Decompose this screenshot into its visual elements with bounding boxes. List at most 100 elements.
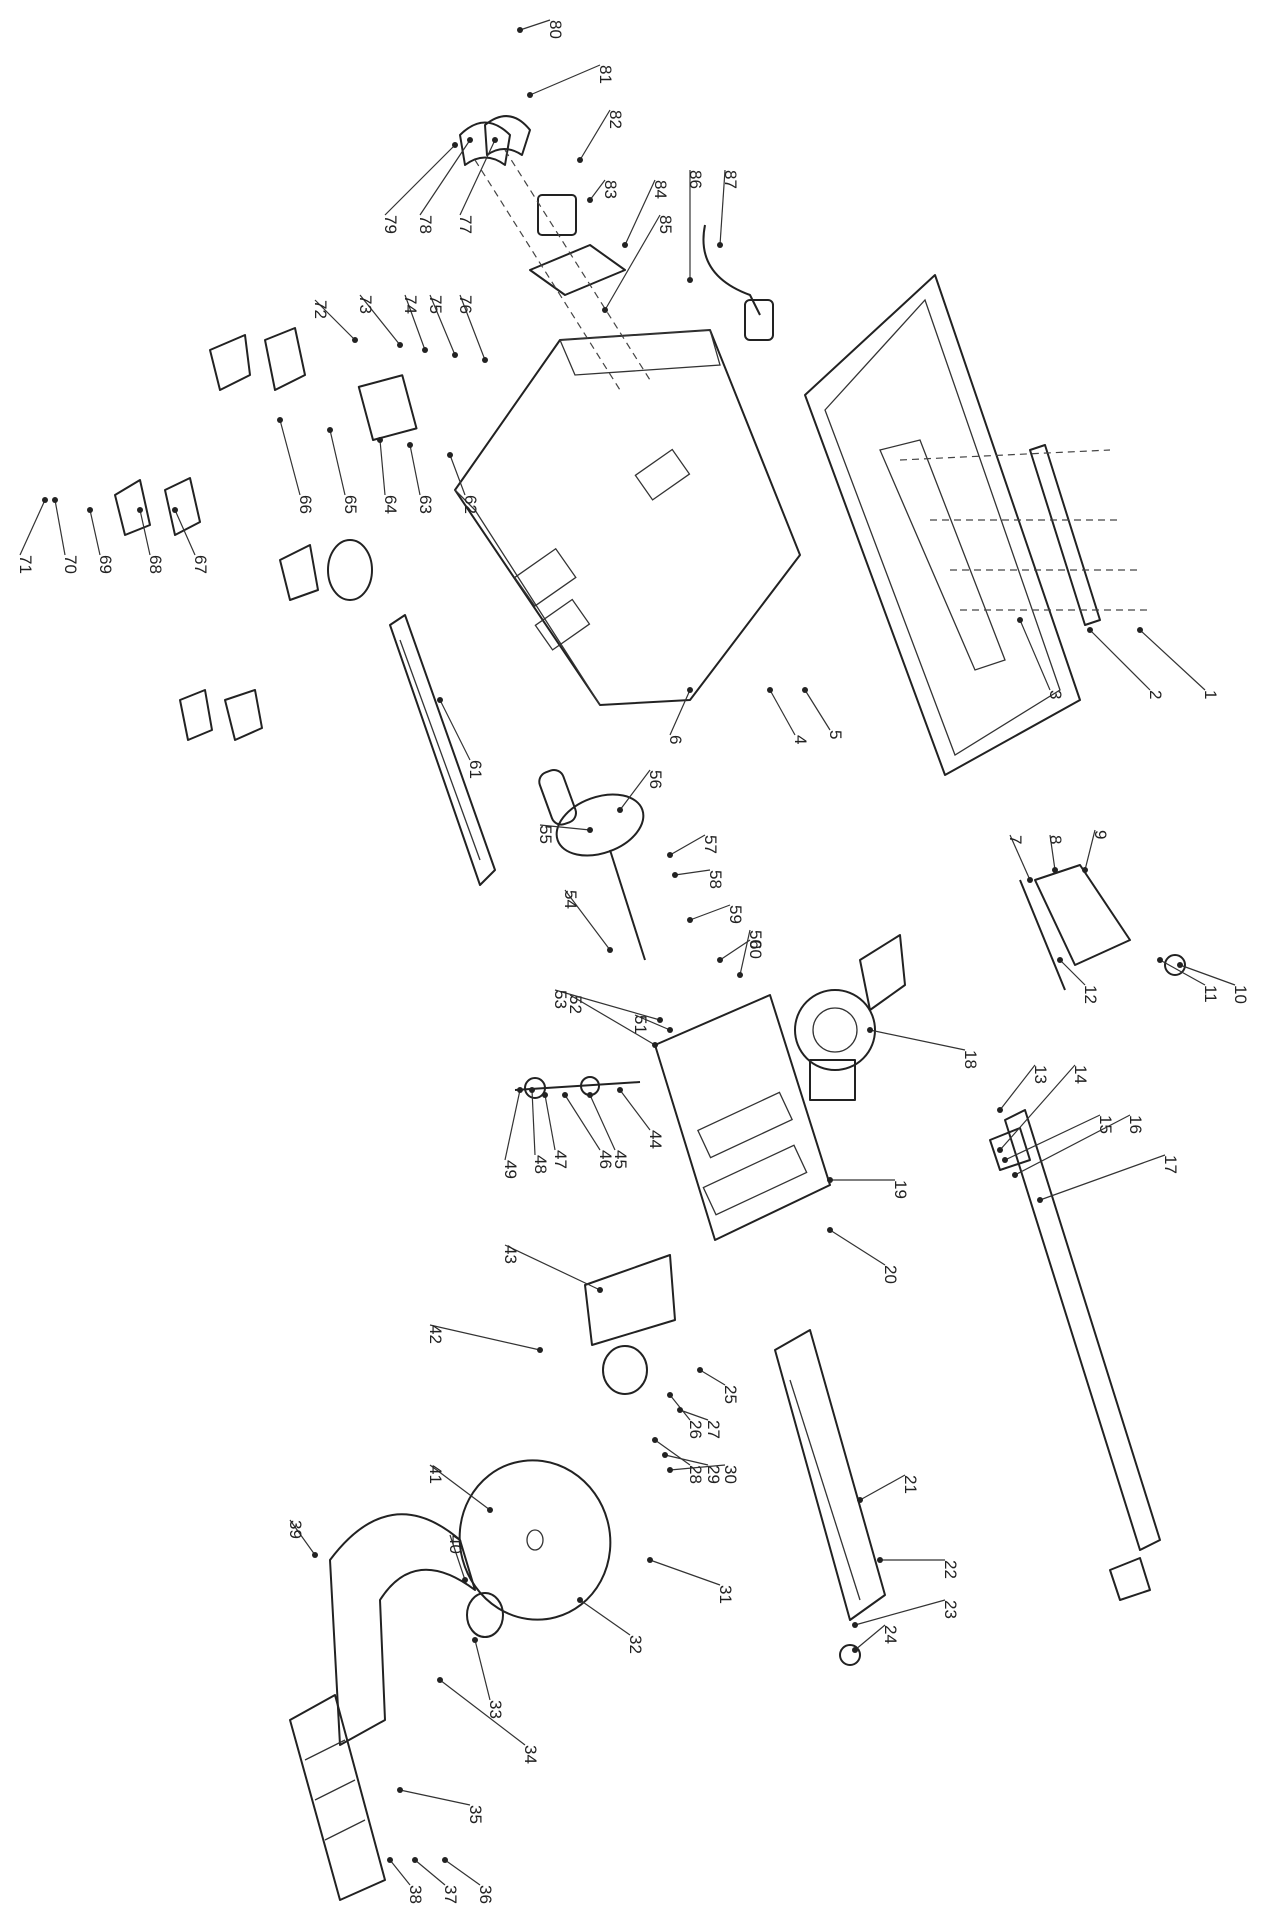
fastener-dot	[452, 142, 458, 148]
callout-leader	[689, 904, 731, 921]
fastener-dot	[467, 137, 473, 143]
callout-number: 19	[891, 1180, 910, 1199]
fastener-dot	[717, 957, 723, 963]
cabinet-base	[454, 329, 801, 706]
callout-number: 76	[456, 295, 475, 314]
callout-number: 34	[521, 1745, 540, 1764]
table-top	[804, 274, 1081, 776]
fastener-dot	[767, 687, 773, 693]
fastener-dot	[587, 1092, 593, 1098]
fastener-dot	[537, 1347, 543, 1353]
callout-number: 24	[881, 1625, 900, 1644]
fastener-dot	[1177, 962, 1183, 968]
callout-number: 36	[476, 1885, 495, 1904]
fastener-dot	[407, 442, 413, 448]
fastener-dot	[387, 1857, 393, 1863]
callout-number: 26	[686, 1420, 705, 1439]
callout-leader	[1139, 629, 1206, 691]
callout-number: 9	[1091, 830, 1110, 839]
fastener-dot	[672, 872, 678, 878]
fastener-dot	[577, 1597, 583, 1603]
fastener-dot	[1012, 1172, 1018, 1178]
callout-number: 40	[446, 1535, 465, 1554]
fastener-dot	[997, 1107, 1003, 1113]
callout-number: 44	[646, 1130, 665, 1149]
callout-number: 71	[16, 555, 35, 574]
callout-number: 63	[416, 495, 435, 514]
callout-number: 13	[1031, 1065, 1050, 1084]
fastener-dot	[877, 1557, 883, 1563]
callout-leader	[579, 1599, 631, 1636]
callout-leader	[589, 1094, 616, 1151]
callout-number: 17	[1161, 1155, 1180, 1174]
callout-number: 47	[551, 1150, 570, 1169]
callout-leader	[869, 1029, 966, 1051]
callout-leader	[699, 1369, 726, 1386]
callout-leader	[531, 1089, 536, 1156]
fastener-dot	[462, 1577, 468, 1583]
callout-leader	[504, 1089, 521, 1161]
callout-number: 45	[611, 1150, 630, 1169]
callout-number: 18	[961, 1050, 980, 1069]
callout-leader	[1049, 834, 1056, 871]
fastener-dot	[577, 157, 583, 163]
callout-leader	[19, 499, 46, 556]
callout-number: 81	[596, 65, 615, 84]
fastener-dot	[737, 972, 743, 978]
callout-leader	[589, 179, 606, 201]
fastener-dot	[617, 807, 623, 813]
callout-leader	[519, 19, 551, 31]
fastener-dot	[352, 337, 358, 343]
fastener-dot	[172, 507, 178, 513]
callout-leader	[564, 1094, 601, 1151]
callout-leader	[604, 214, 661, 311]
callout-leader	[539, 824, 591, 831]
fastener-dot	[617, 1087, 623, 1093]
callout-number: 29	[704, 1465, 723, 1484]
callout-leader	[449, 454, 466, 496]
callout-number: 3	[1046, 690, 1065, 699]
fastener-dot	[667, 1027, 673, 1033]
callout-number: 15	[1096, 1115, 1115, 1134]
fastener-dot	[1087, 627, 1093, 633]
callout-number: 75	[426, 295, 445, 314]
fastener-dot	[587, 827, 593, 833]
switch-assembly	[529, 194, 774, 341]
callout-leader	[359, 294, 401, 346]
callout-number: 37	[441, 1885, 460, 1904]
handwheel-assemblies	[114, 327, 418, 741]
fastener-dot	[1037, 1197, 1043, 1203]
callout-leader	[459, 139, 496, 216]
fastener-dot	[437, 697, 443, 703]
fastener-dot	[852, 1622, 858, 1628]
callout-leader	[1084, 829, 1096, 871]
belt-guard	[584, 1254, 676, 1346]
callout-leader	[389, 1859, 411, 1886]
fastener-dot	[1137, 627, 1143, 633]
callout-number: 20	[881, 1265, 900, 1284]
callout-leader	[679, 1409, 709, 1421]
callout-number: 30	[721, 1465, 740, 1484]
fastener-dot	[687, 917, 693, 923]
callout-number: 39	[286, 1520, 305, 1539]
fastener-dot	[1157, 957, 1163, 963]
callout-number: 53	[551, 990, 570, 1009]
bevel-scale	[459, 115, 651, 391]
callout-number: 8	[1046, 835, 1065, 844]
callout-number: 12	[1081, 985, 1100, 1004]
fastener-dot	[412, 1857, 418, 1863]
callout-number: 87	[721, 170, 740, 189]
fastener-dot	[687, 277, 693, 283]
callout-number: 10	[1231, 985, 1250, 1004]
callout-leader	[379, 439, 386, 496]
fastener-dot	[1052, 867, 1058, 873]
fastener-dot	[667, 852, 673, 858]
fastener-dot	[827, 1177, 833, 1183]
callout-leader	[669, 1464, 726, 1471]
callout-leader	[564, 889, 611, 951]
fastener-dot	[652, 1042, 658, 1048]
callout-number: 7	[1006, 835, 1025, 844]
callout-number: 23	[941, 1600, 960, 1619]
